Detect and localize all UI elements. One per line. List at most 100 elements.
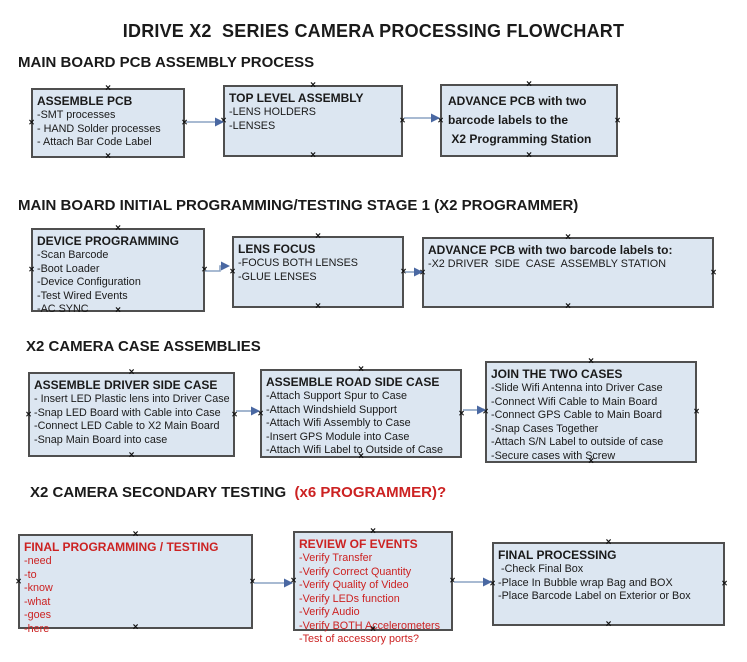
box-item: -Attach Support Spur to Case (266, 390, 408, 402)
box-item: -to (24, 568, 37, 581)
box-item: -here (24, 622, 50, 635)
box-item: -Verify Transfer (299, 552, 373, 564)
box-item: -LENSES (229, 119, 276, 132)
flow-box-final-programming-testing: × × × × FINAL PROGRAMMING / TESTING -nee… (16, 529, 256, 635)
box-item: - HAND Solder processes (37, 122, 161, 135)
connector-arrow (463, 405, 486, 415)
connection-handle-icon: × (115, 223, 121, 234)
box-title: ADVANCE PCB with two barcode labels to t… (448, 94, 592, 146)
box-item: -Scan Barcode (37, 249, 109, 261)
box-title: LENS FOCUS (238, 242, 316, 256)
box-title: ASSEMBLE ROAD SIDE CASE (266, 375, 440, 389)
box-title: JOIN THE TWO CASES (491, 367, 623, 381)
connection-handle-icon: × (105, 151, 111, 162)
box-item: -Attach S/N Label to outside of case (491, 436, 664, 448)
box-title: FINAL PROGRAMMING / TESTING (24, 540, 219, 554)
flow-box-assemble-pcb: × × × × ASSEMBLE PCB -SMT processes - HA… (29, 83, 188, 162)
flow-box-assemble-driver-side-case: × × × × ASSEMBLE DRIVER SIDE CASE - Inse… (26, 367, 238, 461)
connection-handle-icon: × (28, 117, 35, 129)
box-item: -Boot Loader (37, 262, 100, 275)
section-heading-initial-programming: MAIN BOARD INITIAL PROGRAMMING/TESTING S… (18, 197, 579, 214)
box-item: -need (24, 555, 52, 567)
connection-handle-icon: × (105, 83, 111, 94)
box-item: - Insert LED Plastic lens into Driver Ca… (34, 393, 230, 405)
box-title: TOP LEVEL ASSEMBLY (229, 91, 364, 105)
connection-handle-icon: × (370, 526, 376, 537)
box-item: -FOCUS BOTH LENSES (238, 257, 358, 269)
box-title: ASSEMBLE DRIVER SIDE CASE (34, 378, 218, 392)
page-title: IDRIVE X2 SERIES CAMERA PROCESSING FLOWC… (122, 21, 625, 41)
box-item: -Insert GPS Module into Case (266, 430, 410, 443)
section-heading-secondary-testing: X2 CAMERA SECONDARY TESTING (x6 PROGRAMM… (30, 484, 446, 501)
box-title: DEVICE PROGRAMMING (37, 234, 180, 248)
box-item: -GLUE LENSES (238, 270, 317, 283)
connection-handle-icon: × (310, 150, 316, 161)
box-item: -LENS HOLDERS (229, 106, 316, 118)
connection-handle-icon: × (25, 409, 32, 420)
box-item: -Verify Quality of Video (299, 579, 409, 591)
connection-handle-icon: × (526, 150, 532, 161)
box-title: FINAL PROCESSING (498, 548, 617, 562)
box-item: -what (24, 595, 51, 608)
connection-handle-icon: × (358, 364, 364, 375)
box-item: -Secure cases with Screw (491, 449, 616, 462)
box-item: -Verify LEDs function (299, 592, 400, 605)
connection-handle-icon: × (315, 231, 321, 242)
box-title: ADVANCE PCB with two barcode labels to: (428, 243, 673, 257)
connection-handle-icon: × (315, 301, 321, 312)
box-item: -Verify BOTH Accelerometers (299, 619, 440, 632)
connection-handle-icon: × (526, 79, 532, 90)
box-item: -goes (24, 609, 52, 621)
connector-arrow (236, 406, 260, 416)
box-title: ASSEMBLE PCB (37, 94, 133, 108)
connection-handle-icon: × (132, 529, 139, 540)
connector-arrow (404, 113, 440, 123)
connector-arrow (254, 578, 293, 588)
box-item: -Check Final Box (498, 563, 584, 575)
connection-handle-icon: × (605, 537, 612, 548)
box-item: -Test Wired Events (37, 289, 128, 302)
connection-handle-icon: × (128, 450, 135, 461)
flow-box-device-programming: × × × × DEVICE PROGRAMMING -Scan Barcode… (29, 223, 208, 316)
flow-box-final-processing: × × × × FINAL PROCESSING -Check Final Bo… (490, 537, 728, 630)
connection-handle-icon: × (565, 301, 571, 312)
box-title: REVIEW OF EVENTS (299, 537, 418, 551)
box-item: -Connect LED Cable to X2 Main Board (34, 420, 220, 432)
flow-box-join-the-two-cases: × × × × JOIN THE TWO CASES -Slide Wifi A… (483, 356, 700, 467)
connection-handle-icon: × (28, 264, 35, 276)
box-item: -Connect Wifi Cable to Main Board (491, 395, 658, 408)
connection-handle-icon: × (605, 619, 612, 630)
connector-arrow (405, 267, 423, 277)
box-item: -Place In Bubble wrap Bag and BOX (498, 576, 673, 589)
flow-box-top-level-assembly: × × × × TOP LEVEL ASSEMBLY -LENS HOLDERS… (221, 80, 406, 161)
flow-box-advance-pcb-driver-side: × × × × ADVANCE PCB with two barcode lab… (420, 232, 717, 312)
box-item: - Attach Bar Code Label (37, 136, 152, 148)
connection-handle-icon: × (128, 367, 135, 378)
box-item: -Attach Windshield Support (266, 403, 397, 416)
section-heading-red-part: (x6 PROGRAMMER)? (290, 484, 447, 501)
connection-handle-icon: × (588, 356, 594, 367)
box-item: -Slide Wifi Antenna into Driver Case (491, 382, 663, 394)
connection-handle-icon: × (310, 80, 316, 91)
box-item: -Snap LED Board with Cable into Case (34, 406, 221, 419)
flow-box-review-of-events: × × × × REVIEW OF EVENTS -Verify Transfe… (291, 526, 456, 646)
box-item: -Attach Wifi Assembly to Case (266, 417, 411, 429)
box-item: -Verify Correct Quantity (299, 565, 412, 578)
section-heading-case-assemblies: X2 CAMERA CASE ASSEMBLIES (26, 338, 261, 355)
box-item: -Device Configuration (37, 276, 141, 288)
box-item: -Place Barcode Label on Exterior or Box (498, 590, 691, 602)
flow-box-advance-pcb-programming-station: × × × × ADVANCE PCB with two barcode lab… (438, 79, 621, 161)
connector-arrow (186, 117, 224, 127)
connection-handle-icon: × (15, 576, 22, 587)
connector-elbow-arrow (205, 261, 230, 272)
connector-arrow (454, 577, 492, 587)
box-item: -Snap Main Board into case (34, 433, 168, 446)
box-item: -AC SYNC (37, 303, 89, 315)
box-item: -Snap Cases Together (491, 422, 599, 435)
box-item: -Verify Audio (299, 606, 360, 618)
connection-handle-icon: × (565, 232, 571, 243)
box-item: -Test of accessory ports? (299, 633, 420, 645)
box-item: -Attach Wifi Label to Outside of Case (266, 444, 444, 456)
box-item: -X2 DRIVER SIDE CASE ASSEMBLY STATION (428, 258, 666, 270)
